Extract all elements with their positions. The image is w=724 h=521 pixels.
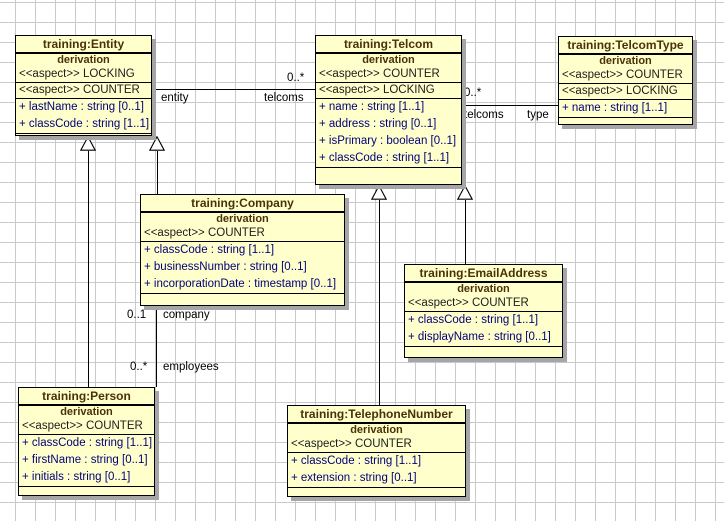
attribute-row[interactable]: + displayName : string [0..1] — [408, 331, 551, 343]
class-title[interactable]: training:TelcomType — [559, 37, 692, 55]
class-derivation-label: derivation — [599, 55, 652, 67]
generalization-person-entity[interactable] — [88, 151, 89, 387]
class-title[interactable]: training:TelephoneNumber — [288, 406, 465, 424]
attribute-row[interactable]: + businessNumber : string [0..1] — [144, 261, 307, 273]
class-derivation-label: derivation — [362, 54, 415, 66]
class-derivation-label: derivation — [457, 283, 510, 295]
association-telcom-type[interactable] — [462, 105, 558, 106]
aspect-row: <<aspect>> COUNTER — [288, 437, 465, 453]
attribute-row[interactable]: + classCode : string [1..1] — [408, 314, 539, 326]
class-box-training-telephonenumber[interactable]: training:TelephoneNumber derivation <<as… — [287, 405, 466, 497]
attribute-row[interactable]: + classCode : string [1..1] — [144, 244, 275, 256]
class-box-training-company[interactable]: training:Company derivation <<aspect>> C… — [140, 194, 345, 306]
attribute-row[interactable]: + initials : string [0..1] — [22, 471, 131, 483]
role-label-employees[interactable]: employees — [163, 361, 219, 373]
operations-compartment — [141, 293, 344, 305]
attribute-row[interactable]: + classCode : string [1..1] — [19, 118, 150, 130]
association-company-employees[interactable] — [156, 306, 157, 387]
attribute-row[interactable]: + classCode : string [1..1] — [319, 152, 450, 164]
class-box-training-emailaddress[interactable]: training:EmailAddress derivation <<aspec… — [404, 264, 563, 358]
operations-compartment — [19, 486, 154, 495]
aspect-row: <<aspect>> COUNTER — [405, 296, 562, 312]
role-label-telcoms[interactable]: telcoms — [464, 109, 504, 121]
class-derivation-label: derivation — [216, 213, 269, 225]
class-title[interactable]: training:EmailAddress — [405, 265, 562, 283]
role-label-telcoms[interactable]: telcoms — [264, 92, 304, 104]
multiplicity-label[interactable]: 0..* — [464, 87, 482, 99]
multiplicity-label[interactable]: 0..* — [130, 361, 148, 373]
class-box-training-telcomtype[interactable]: training:TelcomType derivation <<aspect>… — [558, 36, 693, 125]
class-box-training-person[interactable]: training:Person derivation <<aspect>> CO… — [18, 387, 155, 496]
association-entity-telcoms[interactable] — [152, 89, 315, 90]
class-title[interactable]: training:Entity — [16, 36, 151, 54]
class-title[interactable]: training:Person — [19, 388, 154, 406]
attribute-row[interactable]: + firstName : string [0..1] — [22, 454, 148, 466]
generalization-arrow-icon[interactable] — [149, 136, 165, 151]
aspect-row: <<aspect>> LOCKING — [16, 67, 151, 83]
attribute-row[interactable]: + name : string [1..1] — [319, 101, 425, 113]
class-derivation-label: derivation — [60, 406, 113, 418]
operations-compartment — [316, 167, 461, 184]
aspect-row: <<aspect>> COUNTER — [141, 226, 344, 242]
role-label-type[interactable]: type — [527, 109, 549, 121]
class-box-training-entity[interactable]: training:Entity derivation <<aspect>> LO… — [15, 35, 152, 136]
aspect-row: <<aspect>> COUNTER — [559, 68, 692, 84]
generalization-telephonenumber-telcom[interactable] — [379, 200, 380, 405]
generalization-arrow-icon[interactable] — [457, 185, 473, 200]
class-title[interactable]: training:Telcom — [316, 36, 461, 54]
operations-compartment — [288, 487, 465, 496]
generalization-arrow-icon[interactable] — [371, 185, 387, 200]
aspect-row: <<aspect>> COUNTER — [19, 419, 154, 435]
class-box-training-telcom[interactable]: training:Telcom derivation <<aspect>> CO… — [315, 35, 462, 185]
role-label-entity[interactable]: entity — [161, 92, 189, 104]
multiplicity-label[interactable]: 0..* — [287, 72, 305, 84]
attribute-row[interactable]: + extension : string [0..1] — [291, 472, 417, 484]
class-derivation-label: derivation — [57, 54, 110, 66]
multiplicity-label[interactable]: 0..1 — [127, 309, 147, 321]
attribute-row[interactable]: + classCode : string [1..1] — [291, 455, 422, 467]
aspect-row: <<aspect>> LOCKING — [316, 83, 461, 99]
generalization-emailaddress-telcom[interactable] — [465, 200, 466, 264]
operations-compartment — [16, 133, 151, 135]
class-title[interactable]: training:Company — [141, 195, 344, 213]
generalization-company-entity[interactable] — [157, 151, 158, 194]
aspect-row: <<aspect>> COUNTER — [316, 67, 461, 83]
attribute-row[interactable]: + classCode : string [1..1] — [22, 437, 153, 449]
attribute-row[interactable]: + lastName : string [0..1] — [19, 101, 144, 113]
attribute-row[interactable]: + address : string [0..1] — [319, 118, 437, 130]
operations-compartment — [559, 117, 692, 124]
generalization-arrow-icon[interactable] — [80, 136, 96, 151]
role-label-company[interactable]: company — [163, 309, 210, 321]
aspect-row: <<aspect>> LOCKING — [559, 84, 692, 100]
aspect-row: <<aspect>> COUNTER — [16, 83, 151, 99]
class-derivation-label: derivation — [350, 424, 403, 436]
attribute-row[interactable]: + isPrimary : boolean [0..1] — [319, 135, 457, 147]
attribute-row[interactable]: + name : string [1..1] — [562, 102, 668, 114]
attribute-row[interactable]: + incorporationDate : timestamp [0..1] — [144, 278, 337, 290]
operations-compartment — [405, 346, 562, 357]
